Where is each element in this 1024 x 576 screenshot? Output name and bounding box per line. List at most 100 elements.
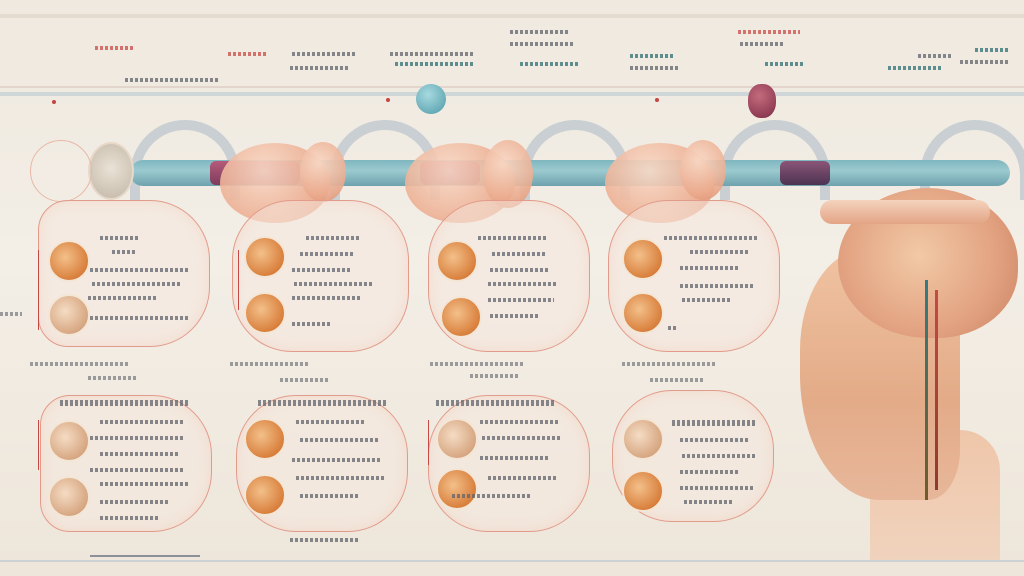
card-circle-icon (48, 476, 90, 518)
card-text-line (290, 538, 360, 542)
card-text-line (90, 436, 185, 440)
axis-marker (52, 100, 56, 104)
card-circle-icon (436, 468, 478, 510)
card-text-line (680, 266, 740, 270)
card-text-line (680, 438, 750, 442)
nerve-line (925, 280, 928, 500)
timeline-axis-thin (0, 86, 1024, 88)
connector-line (428, 420, 429, 465)
card-circle-icon (244, 474, 286, 516)
card-text-line (680, 486, 755, 490)
card-text-line (680, 284, 755, 288)
axis-marker (655, 98, 659, 102)
card-text-line (672, 420, 757, 426)
header-label-2 (125, 78, 220, 82)
card-text-line (452, 494, 532, 498)
card-text-line (90, 468, 185, 472)
timeline-orb (680, 140, 726, 200)
card-text-line (100, 452, 180, 456)
info-card (428, 395, 590, 532)
card-text-line (490, 268, 550, 272)
card-text-line (112, 250, 136, 254)
info-card (40, 395, 212, 532)
header-label-12 (630, 66, 680, 70)
nerve-line (935, 290, 938, 490)
card-text-line (480, 420, 560, 424)
card-circle-icon (244, 292, 286, 334)
card-text-line (90, 316, 190, 320)
card-circle-icon (436, 240, 478, 282)
card-text-line (300, 438, 380, 442)
header-label-16 (888, 66, 943, 70)
side-note-line (650, 378, 705, 382)
top-border-line (0, 14, 1024, 18)
header-label-9 (510, 42, 575, 46)
card-text-line (100, 482, 190, 486)
header-label-1 (95, 46, 135, 50)
header-label-19 (960, 60, 1010, 64)
side-note-line (430, 362, 525, 366)
card-circle-icon (436, 418, 478, 460)
card-circle-icon (48, 420, 90, 462)
connector-line (238, 250, 239, 310)
human-head-illustration (790, 130, 1024, 560)
portrait-icon (88, 142, 134, 200)
card-text-line (492, 252, 547, 256)
header-label-15 (765, 62, 805, 66)
header-label-3 (228, 52, 268, 56)
card-text-line (478, 236, 546, 240)
card-circle-icon (48, 240, 90, 282)
header-label-5 (290, 66, 350, 70)
side-note-line (0, 312, 22, 316)
card-circle-icon (244, 236, 286, 278)
card-text-line (668, 326, 678, 330)
card-text-line (664, 236, 759, 240)
timeline-axis (0, 92, 1024, 96)
card-text-line (488, 298, 554, 302)
card-circle-icon (440, 296, 482, 338)
card-circle-icon (622, 418, 664, 460)
side-note-line (280, 378, 330, 382)
card-circle-icon (244, 418, 286, 460)
card-text-line (482, 436, 562, 440)
card-text-line (684, 500, 734, 504)
card-text-line (300, 252, 355, 256)
card-text-line (100, 500, 170, 504)
header-label-8 (510, 30, 570, 34)
side-note-line (30, 362, 130, 366)
side-note-line (88, 376, 138, 380)
card-text-line (488, 282, 558, 286)
card-text-line (92, 282, 182, 286)
tube-end (820, 200, 990, 224)
timeline-node-blue (416, 84, 446, 114)
card-text-line (60, 400, 190, 406)
card-text-line (682, 454, 757, 458)
card-text-line (90, 268, 190, 272)
card-text-line (488, 476, 558, 480)
card-text-line (100, 516, 160, 520)
card-text-line (292, 322, 332, 326)
header-label-7 (395, 62, 475, 66)
card-text-line (436, 400, 556, 406)
axis-marker (386, 98, 390, 102)
card-text-line (88, 296, 158, 300)
footer-line (90, 555, 200, 557)
side-note-line (230, 362, 310, 366)
card-text-line (306, 236, 361, 240)
tube-segment (780, 161, 830, 185)
card-text-line (300, 494, 360, 498)
card-text-line (296, 420, 366, 424)
card-text-line (294, 282, 374, 286)
card-text-line (100, 420, 185, 424)
bottom-border-line (0, 560, 1024, 562)
header-label-11 (630, 54, 675, 58)
header-label-6 (390, 52, 475, 56)
card-text-line (100, 236, 140, 240)
header-label-4 (292, 52, 357, 56)
card-text-line (258, 400, 388, 406)
header-label-10 (520, 62, 580, 66)
timeline-orb (483, 140, 533, 208)
ripple-icon (30, 140, 92, 202)
card-circle-icon (622, 292, 664, 334)
card-circle-icon (622, 470, 664, 512)
